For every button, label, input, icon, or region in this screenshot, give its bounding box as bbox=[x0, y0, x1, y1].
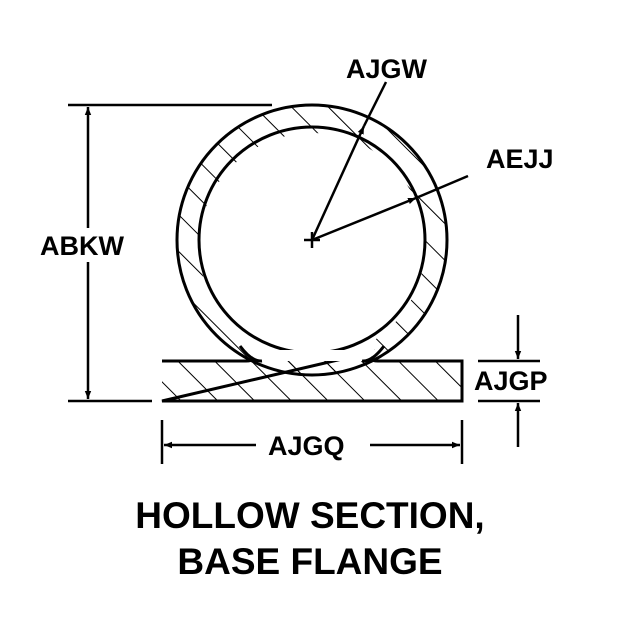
outer-circle bbox=[175, 103, 449, 377]
inner-radius-label: AEJJ bbox=[486, 144, 554, 174]
overall-height-dimension: ABKW bbox=[40, 103, 272, 403]
hollow-ring bbox=[175, 103, 449, 377]
flange-width-dimension: AJGQ bbox=[160, 420, 464, 464]
overall-height-label: ABKW bbox=[40, 231, 124, 261]
flange-width-label: AJGQ bbox=[268, 431, 345, 461]
flange-thickness-label: AJGP bbox=[474, 366, 548, 396]
outer-radius-label: AJGW bbox=[346, 54, 428, 84]
caption-line-2: BASE FLANGE bbox=[177, 541, 442, 582]
outer-radius-dimension: AJGW bbox=[310, 54, 428, 241]
caption-line-1: HOLLOW SECTION, bbox=[135, 495, 484, 536]
flange-thickness-dimension: AJGP bbox=[474, 315, 548, 447]
inner-radius-dimension: AEJJ bbox=[311, 144, 554, 242]
